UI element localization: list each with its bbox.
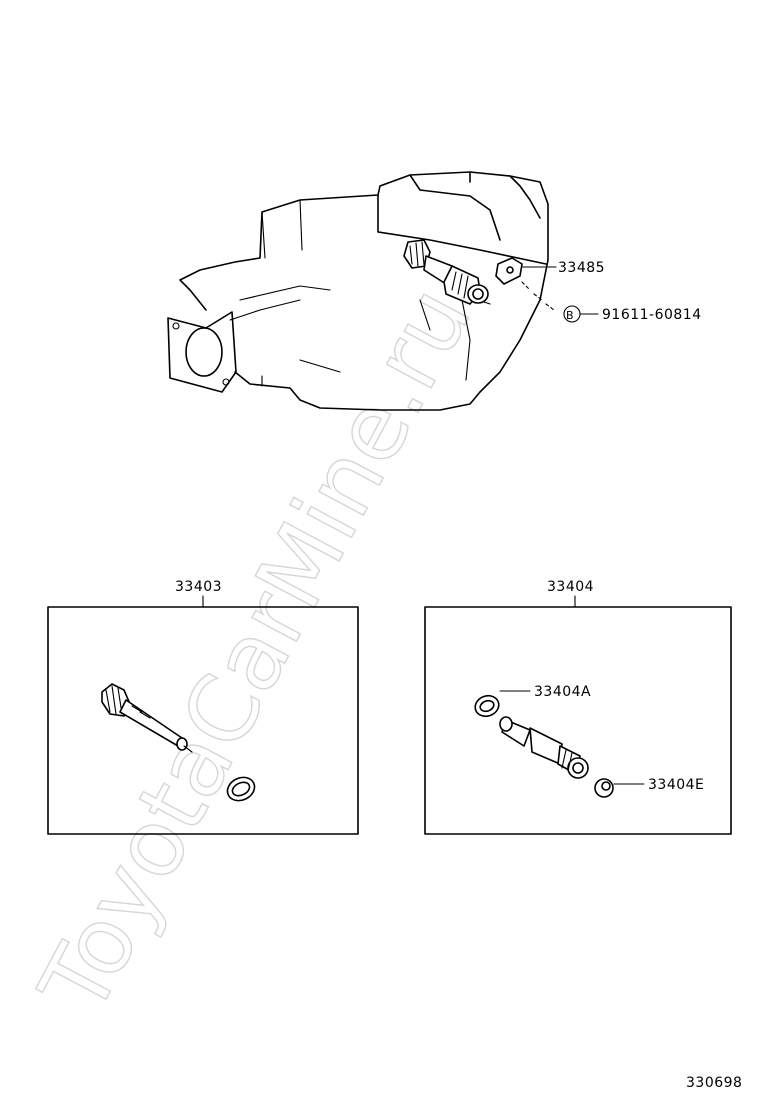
o-ring-33403 bbox=[226, 776, 256, 802]
transmission-housing-illustration bbox=[167, 171, 555, 411]
driven-gear-33403 bbox=[101, 683, 193, 753]
lock-plate-33485 bbox=[495, 257, 523, 285]
sleeve-33404 bbox=[499, 716, 589, 779]
callout-33485: 33485 bbox=[558, 260, 605, 276]
callout-91611-60814: 91611-60814 bbox=[602, 307, 702, 323]
callout-33404E: 33404E bbox=[648, 777, 704, 793]
bolt-marker-letter: B bbox=[566, 309, 574, 322]
kit-box-33404 bbox=[424, 606, 732, 835]
kit-box-33403 bbox=[47, 606, 359, 835]
callout-33404A: 33404A bbox=[534, 684, 591, 700]
callout-33403: 33403 bbox=[175, 579, 222, 595]
seal-33404E bbox=[594, 778, 614, 798]
housing-driven-gear bbox=[403, 239, 489, 305]
diagram-number: 330698 bbox=[686, 1075, 742, 1091]
o-ring-33404A bbox=[474, 694, 500, 718]
callout-33404: 33404 bbox=[547, 579, 594, 595]
